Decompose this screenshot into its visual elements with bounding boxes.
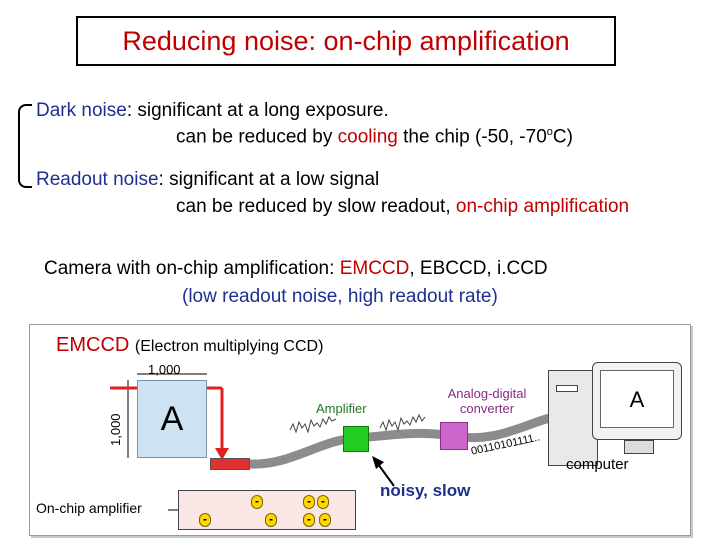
readout-noise-line-1: Readout noise: significant at a low sign… <box>36 169 379 191</box>
electron: - <box>303 495 315 509</box>
computer-label: computer <box>566 456 629 473</box>
cooling-text: cooling <box>337 126 398 148</box>
noisy-signal <box>289 416 337 434</box>
dark-noise-desc: : significant at a long exposure. <box>126 100 389 121</box>
signal-cable <box>245 411 565 469</box>
electron: - <box>317 495 329 509</box>
readout-noise-line-2: can be reduced by slow readout, on-chip … <box>176 196 629 218</box>
slide-title: Reducing noise: on-chip amplification <box>76 16 616 66</box>
emccd-subtitle: (Electron multiplying CCD) <box>134 338 324 355</box>
temp-unit: C) <box>552 126 573 148</box>
noisy-arrow-head <box>372 456 384 469</box>
dark-noise-line-1: Dark noise: significant at a long exposu… <box>36 100 389 122</box>
emccd-text: EMCCD <box>339 258 410 279</box>
emccd-diagram-panel <box>29 324 691 536</box>
onchip-amplifier-register: - - - - - - - <box>178 490 356 530</box>
electron: - <box>265 513 277 527</box>
onchip-amplifier-label: On-chip amplifier <box>36 500 142 516</box>
readout-noise-term: Readout noise <box>36 169 159 190</box>
camera-post: , EBCCD, i.CCD <box>409 258 548 279</box>
monitor-screen: A <box>600 370 674 428</box>
emccd-title: EMCCD (Electron multiplying CCD) <box>56 334 323 357</box>
arrow-head <box>215 448 229 460</box>
dark-noise-term: Dark noise <box>36 100 127 121</box>
camera-line-2: (low readout noise, high readout rate) <box>182 286 498 307</box>
camera-line-1: Camera with on-chip amplification: EMCCD… <box>44 258 548 280</box>
camera-pre: Camera with on-chip amplification: <box>44 258 340 279</box>
electron: - <box>199 513 211 527</box>
onchip-amplification-text: on-chip amplification <box>455 196 630 217</box>
readout-noise-desc: : significant at a low signal <box>158 169 380 190</box>
electron: - <box>319 513 331 527</box>
dimension-horizontal: 1,000 <box>148 362 181 377</box>
adc-label-2: converter <box>459 401 515 416</box>
amplifier-label: Amplifier <box>316 401 367 416</box>
electron: - <box>251 495 263 509</box>
dark-noise-line-2: can be reduced by cooling the chip (-50,… <box>176 126 573 148</box>
degree-sign: o <box>546 126 553 138</box>
sensor-letter: A <box>160 400 184 438</box>
dark-noise-pre: can be reduced by <box>176 126 338 148</box>
dark-noise-post: the chip (-50, -70 <box>397 126 547 148</box>
drive-slot <box>556 385 578 392</box>
monitor-stand <box>624 440 654 454</box>
adc-label-1: Analog-digital <box>447 386 527 401</box>
amplifier-block <box>343 426 369 452</box>
adc-label: Analog-digital converter <box>446 386 528 416</box>
readout-register <box>210 458 250 470</box>
noisy-slow-label: noisy, slow <box>380 481 471 500</box>
left-brace <box>18 104 32 188</box>
readout-noise-pre: can be reduced by slow readout, <box>176 196 456 217</box>
noisy-signal-2 <box>379 413 426 432</box>
emccd-heading: EMCCD <box>56 334 130 356</box>
noisy-arrow <box>377 463 395 487</box>
adc-block <box>440 422 468 450</box>
electron: - <box>303 513 315 527</box>
ccd-sensor <box>137 380 207 458</box>
